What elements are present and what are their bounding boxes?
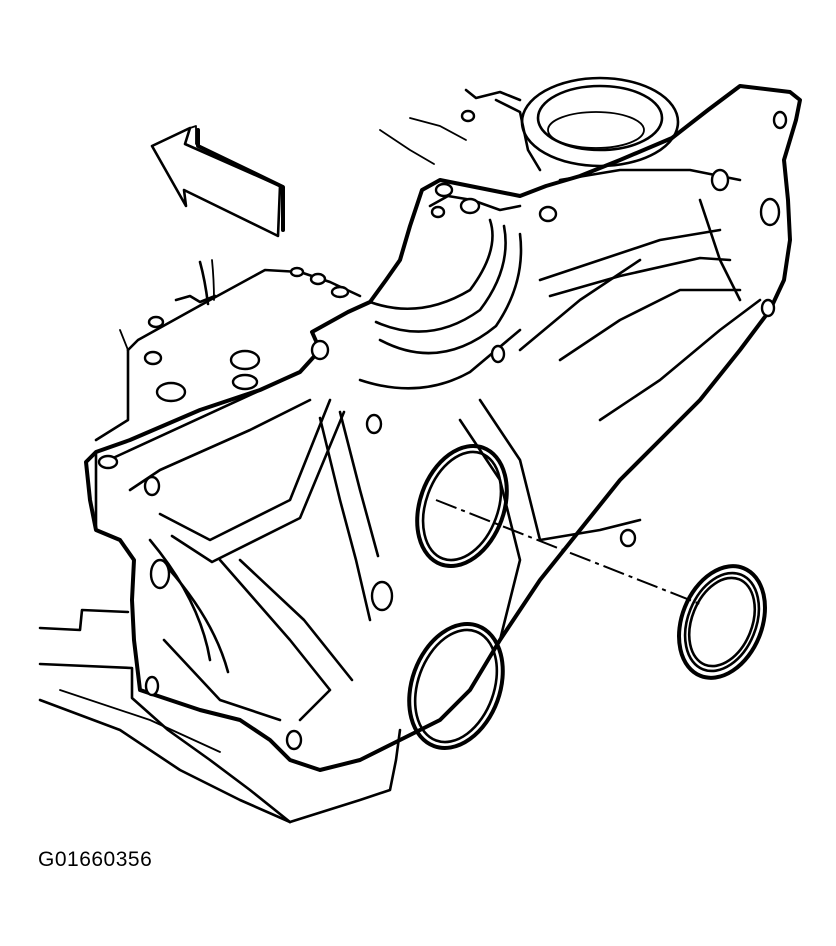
o-ring-upper [415,443,509,569]
rib-structure [144,110,788,751]
mid-bore-arc [310,205,558,435]
upper-seal-bore [379,76,680,219]
seal-centerline [435,499,701,605]
figure-code: G01660356 [38,848,153,871]
deck-holes [143,266,350,403]
front-housing [84,84,802,772]
front-arrow-icon [150,125,285,238]
engine-block [38,259,402,824]
o-ring-lower [407,622,505,750]
crankshaft-seal [677,564,767,680]
